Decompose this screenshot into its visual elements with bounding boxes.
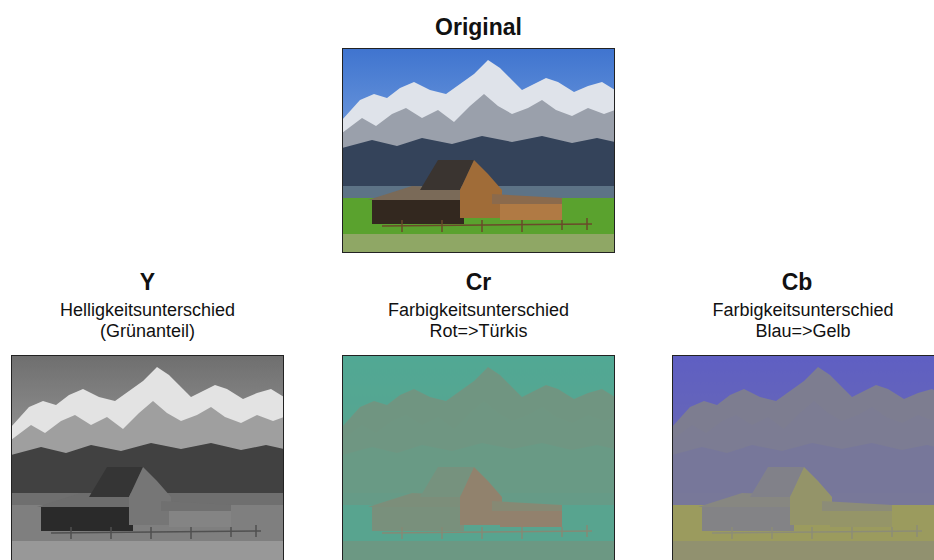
panel-heading: Cr <box>342 268 615 296</box>
panel-heading: Original <box>342 13 615 41</box>
image-panel: CbFarbigkeitsunterschied Blau=>Gelb <box>672 268 934 353</box>
cb-channel-photo <box>672 355 934 560</box>
panel-description: Farbigkeitsunterschied Blau=>Gelb <box>683 300 923 342</box>
panel-description: Helligkeitsunterschied (Grünanteil) <box>28 300 268 342</box>
panel-heading: Cb <box>666 268 928 296</box>
image-panel: Y Helligkeitsunterschied (Grünanteil) <box>10 268 285 353</box>
image-panel: CrFarbigkeitsunterschied Rot=>Türkis <box>342 268 615 353</box>
cr-channel-photo <box>342 355 615 560</box>
image-panel: Original <box>342 13 615 253</box>
original-photo <box>342 48 615 253</box>
y-channel-photo <box>11 355 284 560</box>
panel-description: Farbigkeitsunterschied Rot=>Türkis <box>359 300 599 342</box>
panel-heading: Y <box>10 268 285 296</box>
